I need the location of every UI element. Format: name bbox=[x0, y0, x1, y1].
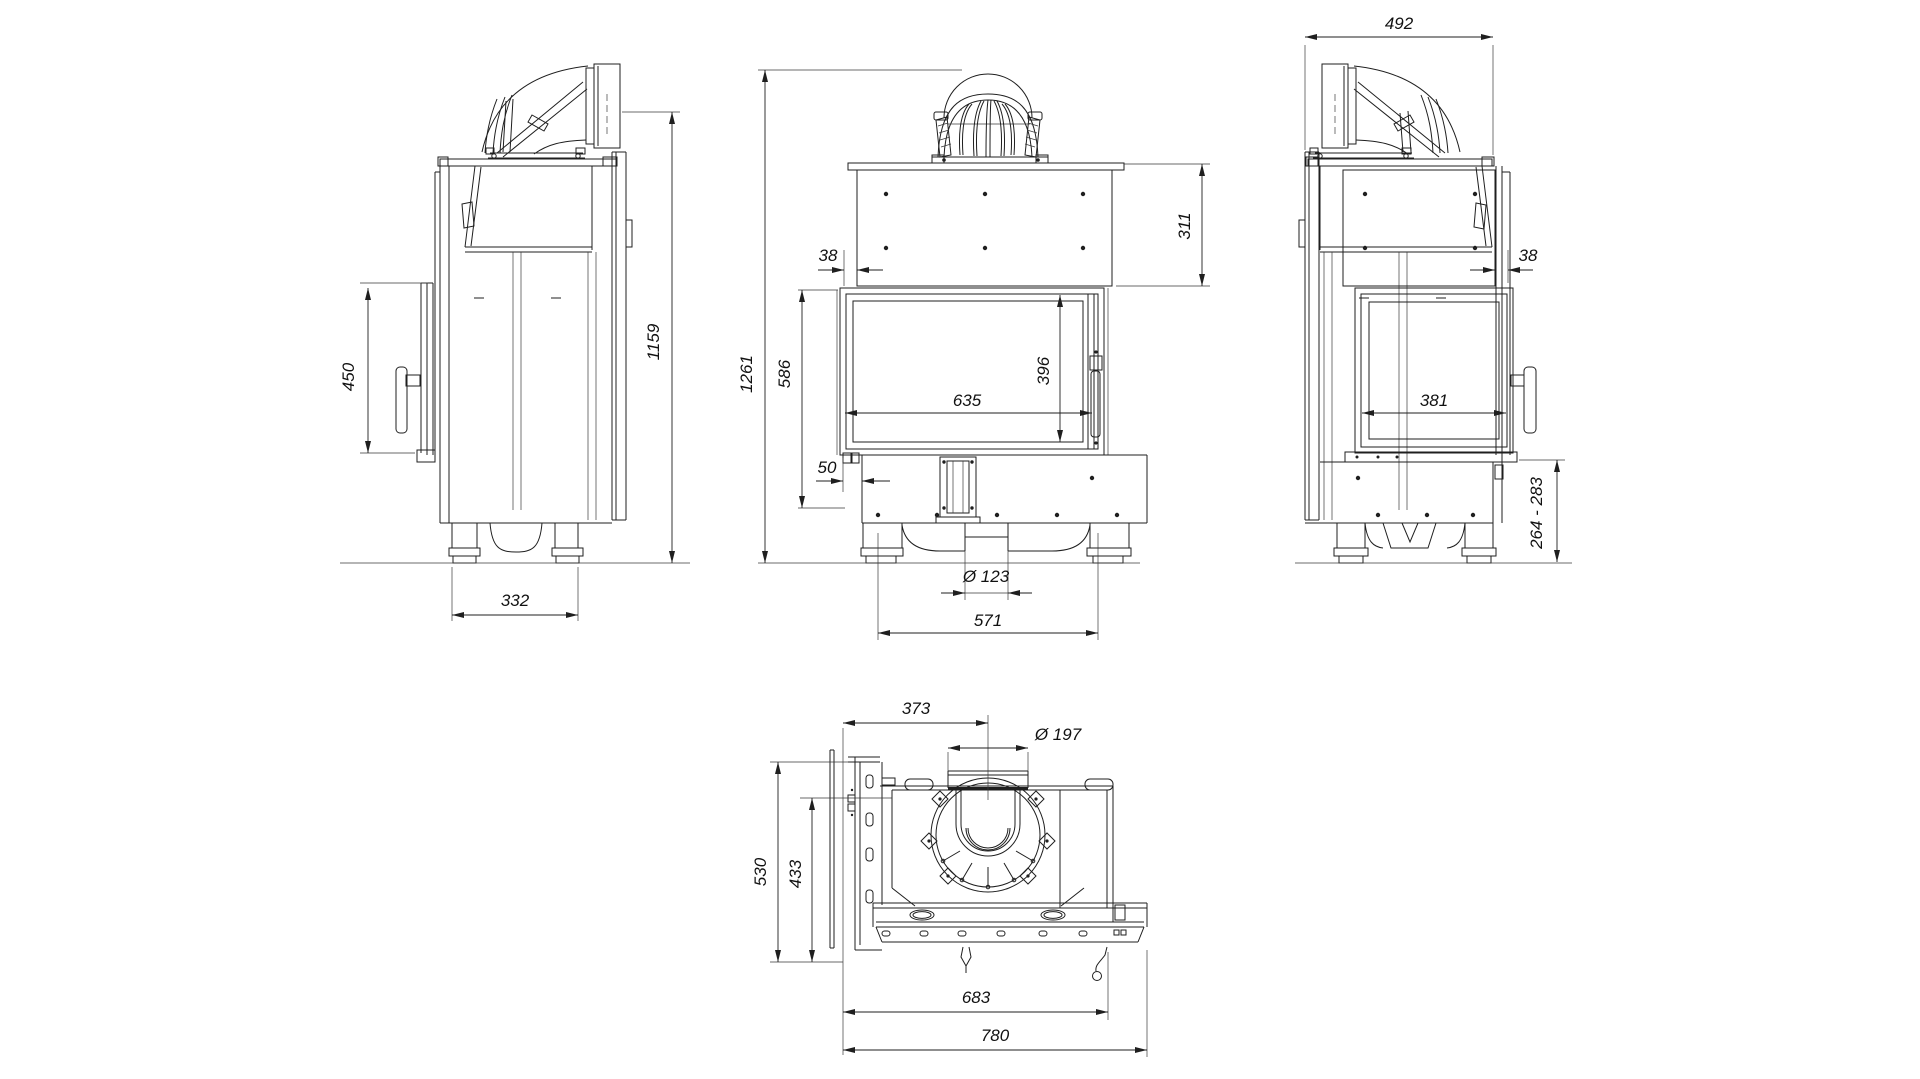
lower-panel bbox=[758, 454, 1148, 564]
dim-flue-axis-height: 1159 bbox=[644, 323, 663, 360]
front-view: 1261 311 38 586 635 396 50 Ø 123 bbox=[737, 69, 1210, 640]
dim-upper-shield-height: 311 bbox=[1175, 212, 1194, 239]
dim-plinth-height-range: 264 - 283 bbox=[1527, 477, 1546, 550]
door-handle-right bbox=[1510, 366, 1537, 434]
right-view-dimensions: 492 38 381 264 - 283 bbox=[1304, 14, 1565, 562]
dim-flue-diameter: Ø 197 bbox=[1034, 725, 1082, 744]
dim-glass-height: 396 bbox=[1034, 356, 1053, 385]
side-glass-window bbox=[1354, 287, 1514, 454]
dim-door-height: 586 bbox=[775, 359, 794, 388]
control-lever-knob bbox=[1092, 971, 1102, 981]
dim-top-offset-right: 38 bbox=[1519, 246, 1538, 265]
dim-flue-axis-from-front: 373 bbox=[902, 699, 931, 718]
dim-side-door-height: 450 bbox=[339, 362, 358, 391]
front-frame-strip bbox=[829, 749, 896, 951]
stove-body-side-right bbox=[1295, 151, 1572, 564]
dim-glass-width: 635 bbox=[953, 391, 982, 410]
dim-overall-depth-top: 530 bbox=[751, 857, 770, 886]
flue-elbow-right bbox=[1309, 63, 1461, 159]
left-side-view: 450 1159 332 bbox=[339, 63, 690, 621]
dim-overall-width: 780 bbox=[981, 1026, 1010, 1045]
dim-air-inlet-diameter: Ø 123 bbox=[962, 567, 1010, 586]
firebox-body-top bbox=[880, 778, 1126, 922]
top-view-dimensions: 373 Ø 197 530 433 683 780 bbox=[751, 699, 1148, 1057]
front-view-dimensions: 1261 311 38 586 635 396 50 Ø 123 bbox=[737, 69, 1210, 640]
door-front bbox=[836, 287, 1109, 464]
deflector-dome bbox=[931, 73, 1049, 164]
dim-inner-depth: 433 bbox=[786, 859, 805, 888]
top-view: 373 Ø 197 530 433 683 780 bbox=[751, 699, 1148, 1057]
cold-handle-hook bbox=[960, 946, 972, 973]
dim-bottom-offset: 50 bbox=[818, 458, 837, 477]
left-view-dimensions: 450 1159 332 bbox=[339, 111, 680, 621]
dim-side-glass-width: 381 bbox=[1420, 391, 1448, 410]
right-side-view: 492 38 381 264 - 283 bbox=[1295, 14, 1572, 564]
dim-overall-height: 1261 bbox=[737, 355, 756, 393]
door-handle bbox=[395, 366, 421, 434]
air-inlet-stub bbox=[964, 523, 1009, 551]
dim-body-width: 683 bbox=[962, 988, 991, 1007]
control-lever bbox=[1095, 946, 1108, 972]
dim-feet-spacing: 571 bbox=[974, 611, 1002, 630]
dim-top-offset: 38 bbox=[819, 246, 838, 265]
mounting-shield-right bbox=[1342, 169, 1496, 287]
mounting-shield bbox=[847, 162, 1125, 287]
dim-base-width: 332 bbox=[501, 591, 530, 610]
flue-elbow bbox=[481, 63, 621, 159]
base-tray bbox=[872, 902, 1148, 981]
stove-body-side bbox=[340, 151, 690, 564]
dim-overall-depth: 492 bbox=[1385, 14, 1414, 33]
